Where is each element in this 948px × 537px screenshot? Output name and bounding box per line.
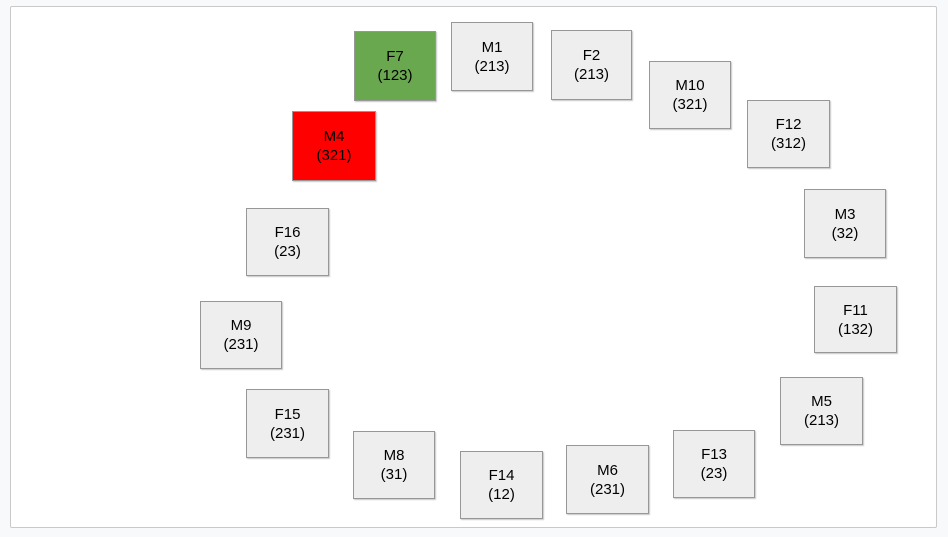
node-value: (312) bbox=[770, 135, 807, 152]
node-label: F12 bbox=[775, 116, 802, 133]
node-F15[interactable]: F15 (231) bbox=[246, 389, 329, 458]
node-label: M5 bbox=[811, 393, 832, 410]
node-value: (231) bbox=[223, 336, 259, 353]
node-value: (213) bbox=[803, 412, 840, 429]
node-value: (231) bbox=[269, 424, 306, 442]
node-F11[interactable]: F11 (132) bbox=[814, 286, 897, 353]
node-value: (213) bbox=[573, 66, 610, 83]
node-value: (23) bbox=[700, 465, 728, 482]
node-value: (231) bbox=[589, 480, 626, 498]
node-label: M6 bbox=[597, 461, 618, 479]
node-F14[interactable]: F14 (12) bbox=[460, 451, 543, 519]
diagram-canvas: F7 (123) M1 (213) F2 (213) M10 (321) F12… bbox=[10, 6, 937, 528]
node-label: F2 bbox=[582, 47, 601, 64]
node-M9[interactable]: M9 (231) bbox=[200, 301, 282, 369]
node-M6[interactable]: M6 (231) bbox=[566, 445, 649, 514]
node-F7[interactable]: F7 (123) bbox=[354, 31, 436, 101]
node-value: (23) bbox=[274, 243, 301, 260]
node-label: F14 bbox=[488, 467, 515, 484]
node-value: (321) bbox=[316, 147, 352, 164]
node-value: (31) bbox=[380, 466, 408, 483]
node-value: (321) bbox=[672, 96, 708, 113]
node-label: M3 bbox=[834, 205, 856, 223]
node-value: (132) bbox=[837, 320, 874, 338]
node-F12[interactable]: F12 (312) bbox=[747, 100, 830, 168]
node-label: M9 bbox=[230, 317, 252, 334]
node-M10[interactable]: M10 (321) bbox=[649, 61, 731, 129]
node-value: (123) bbox=[377, 67, 413, 84]
node-F16[interactable]: F16 (23) bbox=[246, 208, 329, 276]
node-F13[interactable]: F13 (23) bbox=[673, 430, 755, 498]
node-value: (12) bbox=[488, 486, 515, 503]
node-label: M10 bbox=[675, 77, 705, 94]
node-F2[interactable]: F2 (213) bbox=[551, 30, 632, 100]
node-label: M8 bbox=[383, 447, 405, 464]
node-label: F7 bbox=[386, 48, 404, 65]
node-M4[interactable]: M4 (321) bbox=[292, 111, 376, 181]
node-M1[interactable]: M1 (213) bbox=[451, 22, 533, 91]
node-label: F13 bbox=[701, 446, 727, 463]
node-label: F15 bbox=[274, 405, 301, 423]
node-M3[interactable]: M3 (32) bbox=[804, 189, 886, 258]
node-value: (213) bbox=[474, 57, 510, 75]
node-label: M4 bbox=[323, 128, 345, 145]
node-label: M1 bbox=[481, 38, 503, 56]
node-label: F16 bbox=[274, 224, 301, 241]
node-M5[interactable]: M5 (213) bbox=[780, 377, 863, 445]
node-value: (32) bbox=[831, 224, 859, 242]
node-M8[interactable]: M8 (31) bbox=[353, 431, 435, 499]
node-label: F11 bbox=[843, 301, 868, 319]
